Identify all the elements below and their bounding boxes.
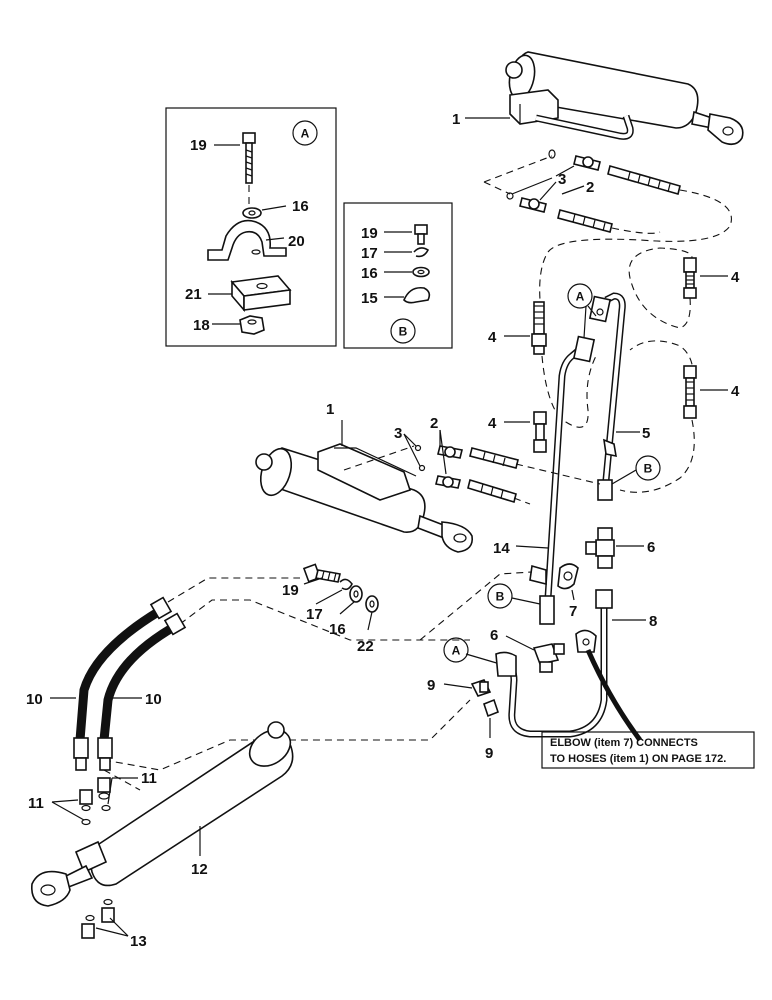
callout-11-right: 11	[141, 770, 157, 787]
callout-13: 13	[130, 933, 147, 950]
callout-4-mid: 4	[488, 415, 497, 432]
note-box: ELBOW (item 7) CONNECTS TO HOSES (item 1…	[541, 731, 755, 769]
washer-16-inset-b	[412, 266, 430, 278]
bolt-19-main	[302, 563, 341, 583]
callout-4-upper-left: 4	[488, 329, 497, 346]
callout-19-inset-a: 19	[190, 137, 207, 154]
callout-17-main: 17	[306, 606, 323, 623]
lockwasher-17-main	[339, 578, 353, 591]
callout-1-mid: 1	[326, 401, 334, 418]
washer-22	[365, 595, 379, 613]
washer-16-main	[349, 585, 363, 603]
elbow-7	[557, 563, 579, 590]
fitting-9-left	[470, 679, 492, 697]
washer-16-inset-a	[242, 207, 262, 219]
note-line-2: TO HOSES (item 1) ON PAGE 172.	[550, 753, 726, 765]
callout-9-lower: 9	[485, 745, 493, 762]
callout-2-mid: 2	[430, 415, 438, 432]
callout-20: 20	[288, 233, 305, 250]
hardware-row	[302, 563, 379, 613]
callout-6-upper: 6	[647, 539, 655, 556]
callout-9-left: 9	[427, 677, 435, 694]
tee-6-lower	[532, 643, 565, 673]
inset-b-label: B	[399, 325, 408, 339]
callout-4-right: 4	[731, 383, 740, 400]
callout-2-top: 2	[586, 179, 594, 196]
fittings-11	[79, 777, 111, 826]
callout-16-main: 16	[329, 621, 346, 638]
callout-21: 21	[185, 286, 202, 303]
fitting-4-right	[683, 365, 697, 419]
callout-11-left: 11	[28, 795, 44, 812]
callout-18: 18	[193, 317, 210, 334]
callout-19-inset-b: 19	[361, 225, 378, 242]
hoses-10	[73, 596, 187, 771]
callout-16-inset-b: 16	[361, 265, 378, 282]
bolt-19-inset-a	[242, 132, 256, 184]
callout-5: 5	[642, 425, 650, 442]
ref-b-low: B	[496, 590, 505, 604]
inset-box-b: B 19 17 16 15	[343, 202, 453, 349]
tee-6-upper	[585, 527, 615, 569]
fitting-4-upper-right	[683, 257, 697, 299]
callout-22: 22	[357, 638, 374, 655]
fittings-13	[81, 898, 115, 939]
callout-3-mid: 3	[394, 425, 402, 442]
callout-15: 15	[361, 290, 378, 307]
lockwasher-17-inset-b	[413, 247, 430, 258]
callout-10-left: 10	[26, 691, 43, 708]
callout-3-top: 3	[558, 171, 566, 188]
top-fittings	[506, 149, 681, 233]
tube-8	[495, 589, 613, 738]
fitting-4-mid	[533, 411, 547, 453]
callout-8: 8	[649, 613, 657, 630]
callout-1-top: 1	[452, 111, 460, 128]
tube-assembly	[529, 292, 626, 625]
inset-a-label: A	[301, 127, 310, 141]
callout-10-right: 10	[145, 691, 162, 708]
note-line-1: ELBOW (item 7) CONNECTS	[550, 737, 698, 749]
block-21	[230, 275, 292, 313]
callout-7: 7	[569, 603, 577, 620]
cylinder-lower	[31, 721, 294, 907]
callout-14: 14	[493, 540, 510, 557]
ref-a-top: A	[576, 290, 585, 304]
cylinder-middle	[255, 443, 474, 553]
clip-15	[403, 286, 431, 304]
nut-18	[239, 315, 265, 335]
bolt-19-inset-b	[414, 224, 428, 235]
callout-16-inset-a: 16	[292, 198, 309, 215]
callout-17-inset-b: 17	[361, 245, 378, 262]
cylinder-top	[505, 51, 744, 146]
ref-b-mid: B	[644, 462, 653, 476]
callout-19-main: 19	[282, 582, 299, 599]
fitting-4-upper-left	[531, 301, 547, 355]
clamp-20	[207, 219, 287, 261]
fitting-9-lower	[483, 698, 499, 718]
callout-6-lower: 6	[490, 627, 498, 644]
inset-box-a: A	[165, 107, 337, 347]
ref-a-low: A	[452, 644, 461, 658]
callout-4-upper-right: 4	[731, 269, 740, 286]
middle-fittings	[414, 444, 519, 504]
callout-12: 12	[191, 861, 208, 878]
